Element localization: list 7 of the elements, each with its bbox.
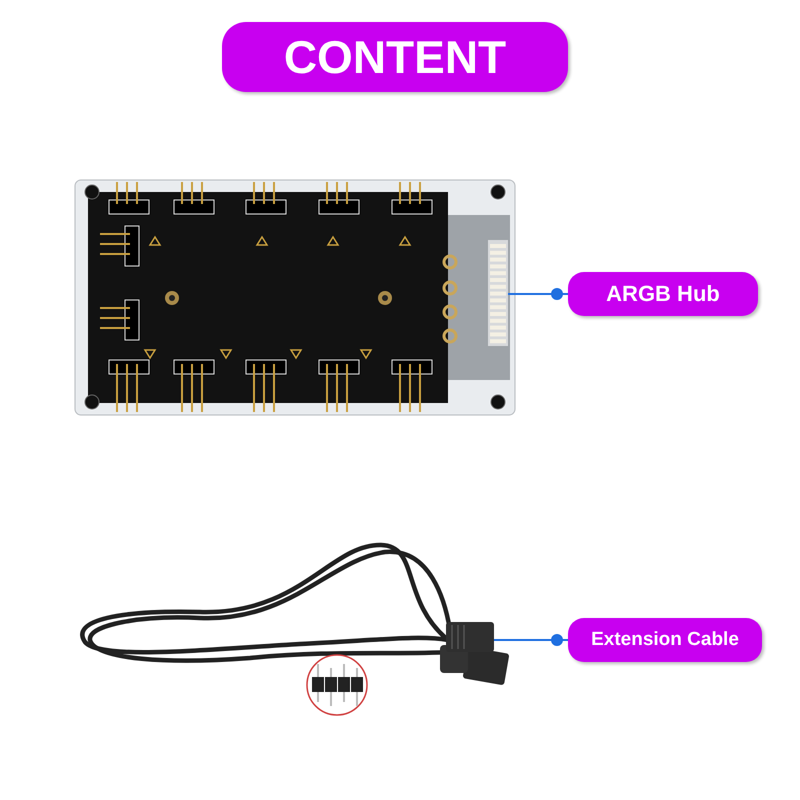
leader-line (508, 288, 568, 300)
label-pill: ARGB Hub (568, 272, 758, 316)
connector-part (488, 240, 508, 346)
leader-line (494, 634, 568, 646)
connector-part (446, 622, 494, 652)
title: CONTENT (222, 22, 568, 92)
label-pill: Extension Cable (568, 618, 762, 662)
